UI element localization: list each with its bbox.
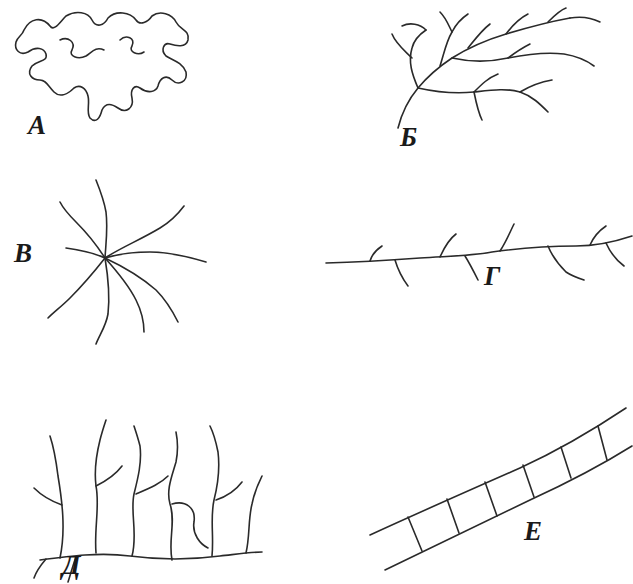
band-rung <box>447 499 459 533</box>
band-rung <box>561 447 571 478</box>
dendritic-branch <box>468 24 490 48</box>
dendritic-branch <box>508 44 530 58</box>
dendritic-branch <box>392 34 412 58</box>
figure-letter: А <box>28 112 46 139</box>
tributary <box>606 243 624 266</box>
trellis-stream <box>216 482 242 500</box>
tributary <box>440 234 456 257</box>
tributary <box>395 260 408 286</box>
dendritic-branch <box>440 12 452 32</box>
figure-letter: Д <box>62 552 80 579</box>
radial-stream <box>105 252 206 262</box>
band-rung <box>408 517 422 551</box>
band-rung <box>598 426 607 460</box>
radial-stream <box>96 180 107 258</box>
trellis-stream <box>172 503 208 548</box>
trellis-stream <box>169 432 178 560</box>
band-edge <box>385 446 632 570</box>
dendritic-branch <box>548 8 566 22</box>
trellis-stream <box>246 476 262 553</box>
dendritic-branch <box>402 24 426 30</box>
dendritic-branch <box>520 80 552 92</box>
radial-stream <box>105 206 184 258</box>
tributary <box>370 246 382 261</box>
figure-letter: Г <box>484 263 500 290</box>
tributary <box>465 256 478 280</box>
trellis-stream <box>136 476 168 494</box>
radial-stream <box>48 258 105 318</box>
band-rung <box>485 482 497 516</box>
trellis-stream <box>95 420 106 553</box>
dendritic-branch <box>474 74 498 92</box>
dendritic-branch <box>418 88 548 112</box>
meander-lobe <box>60 39 104 58</box>
figure-letter: Е <box>524 518 542 545</box>
figure-letter: Б <box>400 124 417 151</box>
trellis-stream <box>34 559 46 578</box>
tributary <box>548 246 584 280</box>
trellis-stream <box>34 488 62 505</box>
dendritic-branch <box>506 14 528 34</box>
tributary <box>500 224 514 251</box>
dendritic-branch <box>474 92 482 120</box>
main-river <box>326 236 632 263</box>
meander-loop <box>16 13 189 121</box>
radial-stream <box>60 202 105 258</box>
figure-letter: В <box>14 240 32 267</box>
dendritic-branch <box>570 17 600 22</box>
band-rung <box>523 465 534 497</box>
tributary <box>590 226 606 245</box>
dendritic-branch <box>410 30 426 88</box>
radial-stream <box>105 258 144 332</box>
dendritic-branch <box>452 53 594 66</box>
trellis-stream <box>96 466 122 486</box>
trellis-stream <box>210 426 219 556</box>
radial-stream <box>96 258 109 344</box>
dendritic-river <box>398 18 570 128</box>
meander-lobe <box>120 37 144 53</box>
trellis-stream <box>50 436 63 558</box>
trellis-stream <box>132 426 141 556</box>
